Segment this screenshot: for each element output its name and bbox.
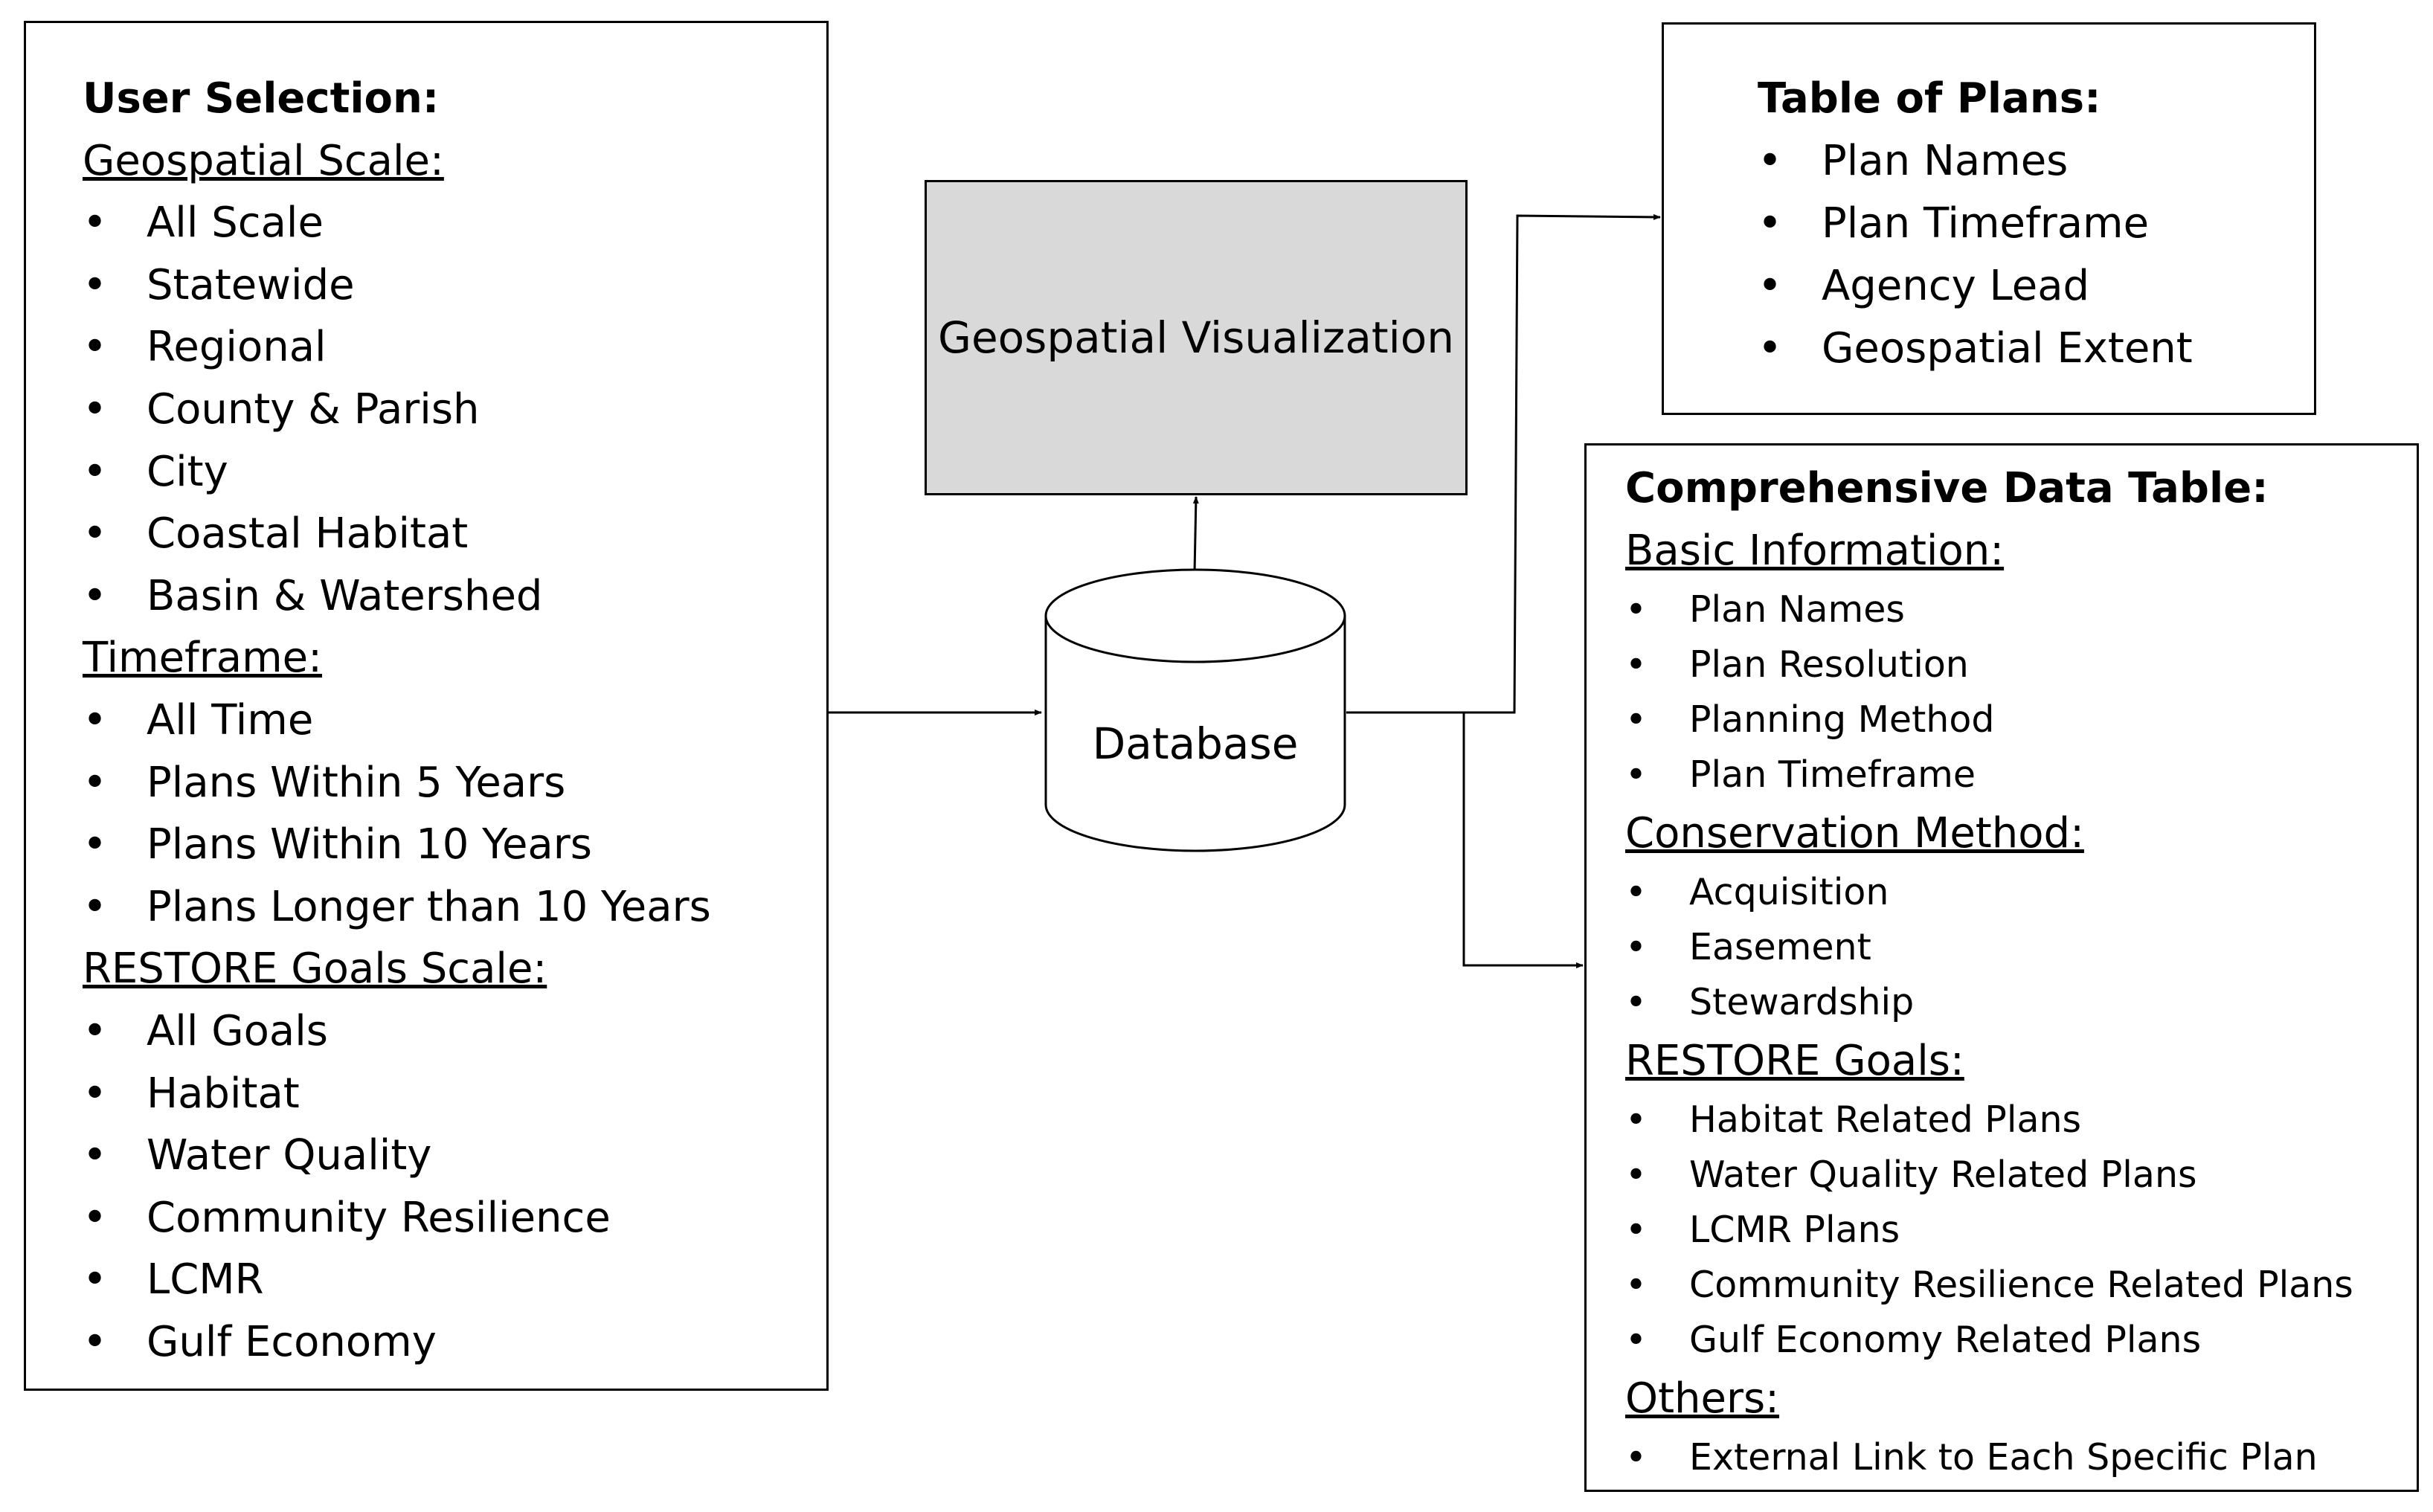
comprehensive-data-table-title: Comprehensive Data Table: xyxy=(1625,464,2269,512)
restore-goals-section: RESTORE Goals: •Habitat Related Plans •W… xyxy=(1625,1030,2417,1368)
comprehensive-data-table-box: Comprehensive Data Table: Basic Informat… xyxy=(1584,443,2419,1492)
list-item: •Coastal Habitat xyxy=(83,509,469,559)
arrow-database-to-table-of-plans xyxy=(1346,213,1661,714)
section-heading: Conservation Method: xyxy=(1625,809,2084,858)
list-item: •Easement xyxy=(1625,926,1871,968)
list-item: •Water Quality xyxy=(83,1131,432,1180)
list-item: •All Goals xyxy=(83,1006,328,1055)
section-heading: Timeframe: xyxy=(83,634,322,683)
geospatial-visualization-label: Geospatial Visualization xyxy=(938,312,1454,363)
list-item: •Plan Resolution xyxy=(1625,643,1969,686)
database-label: Database xyxy=(1092,718,1299,769)
list-item: •Planning Method xyxy=(1625,698,1995,741)
list-item: •Statewide xyxy=(83,260,355,309)
user-selection-title: User Selection: xyxy=(83,74,440,123)
list-item: •Geospatial Extent xyxy=(1758,324,2193,373)
list-item: •Habitat xyxy=(83,1069,300,1118)
section-heading: Geospatial Scale: xyxy=(83,136,444,185)
list-item: •Community Resilience xyxy=(83,1193,611,1242)
section-heading: RESTORE Goals Scale: xyxy=(83,945,547,994)
section-heading: Basic Information: xyxy=(1625,527,2005,575)
user-selection-box: User Selection: Geospatial Scale: •All S… xyxy=(24,21,829,1391)
section-heading: RESTORE Goals: xyxy=(1625,1037,1964,1085)
database-cylinder-icon xyxy=(1044,568,1346,852)
basic-information-section: Basic Information: •Plan Names •Plan Res… xyxy=(1625,520,2417,802)
list-item: •All Scale xyxy=(83,199,324,248)
list-item: •External Link to Each Specific Plan xyxy=(1625,1436,2318,1479)
list-item: •LCMR xyxy=(83,1255,264,1304)
arrow-database-to-comprehensive-table xyxy=(1462,712,1584,968)
section-heading: Others: xyxy=(1625,1374,1780,1423)
restore-goals-scale-section: RESTORE Goals Scale: •All Goals •Habitat… xyxy=(83,938,826,1373)
timeframe-section: Timeframe: •All Time •Plans Within 5 Yea… xyxy=(83,627,826,938)
list-item: •County & Parish xyxy=(83,385,480,434)
list-item: •Gulf Economy Related Plans xyxy=(1625,1319,2202,1361)
geospatial-scale-section: Geospatial Scale: •All Scale •Statewide … xyxy=(83,130,826,628)
list-item: •Plan Names xyxy=(1625,588,1905,631)
table-of-plans-box: Table of Plans: •Plan Names •Plan Timefr… xyxy=(1662,22,2316,415)
list-item: •LCMR Plans xyxy=(1625,1209,1900,1251)
others-section: Others: •External Link to Each Specific … xyxy=(1625,1368,2417,1485)
list-item: •Stewardship xyxy=(1625,981,1915,1023)
list-item: •Plan Names xyxy=(1758,137,2069,185)
list-item: •Community Resilience Related Plans xyxy=(1625,1264,2353,1306)
list-item: •City xyxy=(83,447,228,496)
list-item: •Agency Lead xyxy=(1758,262,2090,310)
list-item: •Water Quality Related Plans xyxy=(1625,1154,2197,1196)
list-item: •All Time xyxy=(83,695,314,744)
list-item: •Basin & Watershed xyxy=(83,571,543,620)
list-item: •Plans Within 10 Years xyxy=(83,820,592,869)
list-item: •Habitat Related Plans xyxy=(1625,1098,2082,1141)
conservation-method-section: Conservation Method: •Acquisition •Easem… xyxy=(1625,802,2417,1030)
geospatial-visualization-box: Geospatial Visualization xyxy=(925,180,1468,495)
list-item: •Acquisition xyxy=(1625,871,1889,913)
arrow-database-to-visualization xyxy=(1192,496,1199,573)
list-item: •Plan Timeframe xyxy=(1758,199,2150,248)
list-item: •Gulf Economy xyxy=(83,1317,437,1366)
list-item: •Plans Longer than 10 Years xyxy=(83,882,711,931)
table-of-plans-title: Table of Plans: xyxy=(1758,74,2101,123)
list-item: •Plan Timeframe xyxy=(1625,753,1976,796)
list-item: •Regional xyxy=(83,323,327,372)
list-item: •Plans Within 5 Years xyxy=(83,758,566,807)
